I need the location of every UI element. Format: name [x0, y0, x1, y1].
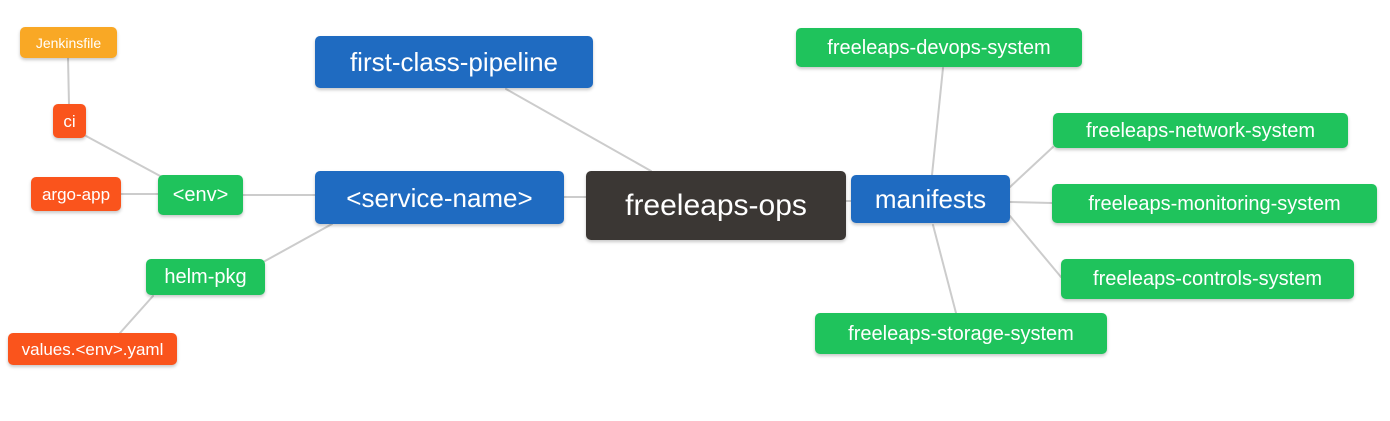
mindmap-node-pipeline[interactable]: first-class-pipeline: [315, 36, 593, 88]
mindmap-node-monitoring[interactable]: freeleaps-monitoring-system: [1052, 184, 1377, 223]
edge-values-yaml-helm-pkg: [119, 295, 154, 334]
node-label-service: <service-name>: [346, 182, 533, 213]
mindmap-node-network[interactable]: freeleaps-network-system: [1053, 113, 1348, 148]
node-label-ci: ci: [63, 111, 76, 131]
node-label-argo-app: argo-app: [41, 184, 111, 204]
mindmap-node-values-yaml[interactable]: values.<env>.yaml: [8, 333, 177, 365]
node-label-controls: freeleaps-controls-system: [1093, 268, 1322, 290]
edge-manifests-network: [1009, 146, 1054, 188]
mindmap-node-service[interactable]: <service-name>: [315, 171, 564, 224]
edge-manifests-storage: [932, 224, 957, 314]
edge-manifests-controls: [1009, 215, 1062, 278]
mindmap-node-manifests[interactable]: manifests: [851, 175, 1010, 223]
node-label-env: <env>: [172, 184, 229, 206]
node-label-devops: freeleaps-devops-system: [827, 36, 1051, 59]
mindmap-node-controls[interactable]: freeleaps-controls-system: [1061, 259, 1354, 299]
mindmap-node-devops[interactable]: freeleaps-devops-system: [796, 28, 1082, 67]
edge-ci-env: [85, 135, 163, 178]
edge-helm-pkg-service: [264, 223, 333, 262]
edge-manifests-monitoring: [1009, 201, 1053, 204]
node-label-manifests: manifests: [874, 184, 987, 214]
mindmap-node-jenkinsfile[interactable]: Jenkinsfile: [20, 27, 117, 58]
mindmap-node-helm-pkg[interactable]: helm-pkg: [146, 259, 265, 295]
node-label-storage: freeleaps-storage-system: [848, 322, 1074, 345]
edge-devops-manifests: [931, 67, 944, 176]
edge-jenkinsfile-ci: [67, 56, 70, 106]
edge-pipeline-ops: [505, 88, 652, 172]
mindmap-node-argo-app[interactable]: argo-app: [31, 177, 121, 211]
mindmap-node-ci[interactable]: ci: [53, 104, 86, 138]
node-label-values-yaml: values.<env>.yaml: [21, 339, 164, 359]
node-label-ops: freeleaps-ops: [625, 188, 807, 222]
node-label-pipeline: first-class-pipeline: [349, 47, 559, 77]
mindmap-node-storage[interactable]: freeleaps-storage-system: [815, 313, 1107, 354]
node-label-jenkinsfile: Jenkinsfile: [35, 34, 102, 51]
node-label-helm-pkg: helm-pkg: [164, 266, 247, 288]
mindmap-node-ops[interactable]: freeleaps-ops: [586, 171, 846, 240]
node-label-monitoring: freeleaps-monitoring-system: [1088, 192, 1341, 215]
node-label-network: freeleaps-network-system: [1086, 119, 1315, 142]
mindmap-node-env[interactable]: <env>: [158, 175, 243, 215]
